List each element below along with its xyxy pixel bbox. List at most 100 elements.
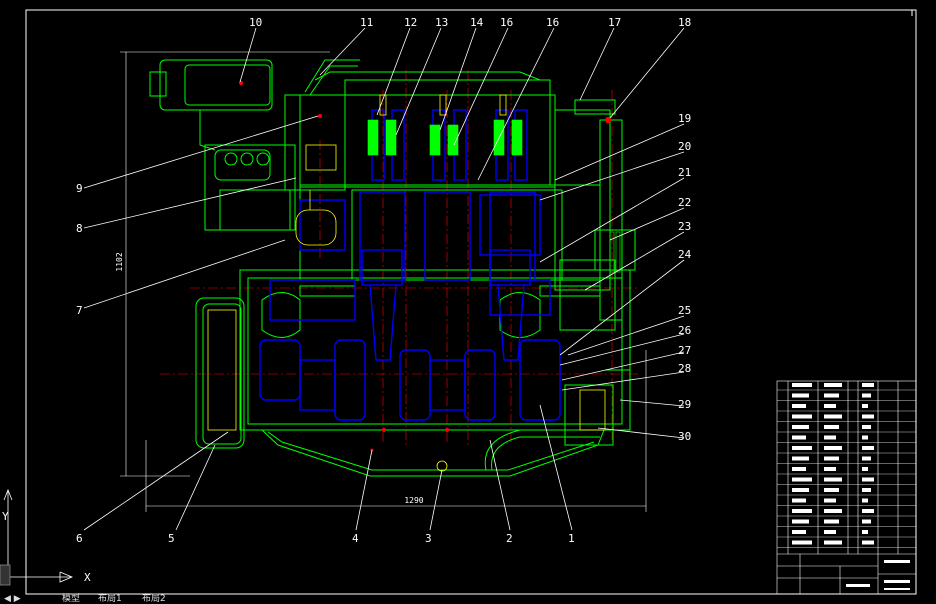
table-cell-text [792,477,812,482]
dimension-width-label: 1290 [404,496,423,505]
callout-9: 9 [76,182,83,195]
table-cell-text [824,498,836,503]
ucs-icon [0,488,74,586]
callout-15: 16 [500,16,513,29]
table-cell-text [824,509,842,513]
table-cell-text [824,414,842,419]
table-cell-text [862,414,874,419]
table-cell-text [862,393,871,398]
table-cell-text [824,393,839,398]
table-cell-text [824,530,836,534]
leader-lines [83,27,685,531]
callout-22: 22 [678,196,691,209]
callout-27: 27 [678,344,691,357]
parts-list-table [776,380,917,595]
callout-24: 24 [678,248,692,261]
table-cell-text [862,383,874,387]
table-cell-text [792,414,812,419]
table-cell-text [862,446,874,450]
table-cell-text [792,498,806,503]
callout-4: 4 [352,532,359,545]
table-cell-text [862,488,871,492]
table-cell-text [824,477,842,482]
table-cell-text [792,393,809,398]
table-cell-text [862,519,871,524]
table-cell-text [862,498,868,503]
dimension-height-label: 1102 [115,252,124,271]
callout-23: 23 [678,220,691,233]
callout-30: 30 [678,430,691,443]
callout-29: 29 [678,398,691,411]
callout-19: 19 [678,112,691,125]
table-cell-text [792,530,806,534]
table-cell-text [792,509,812,513]
table-cell-text [862,477,874,482]
parts-list-rows [777,383,916,548]
callout-numbers: 1 2 3 4 5 6 7 8 9 10 11 12 13 14 16 16 1… [76,16,692,545]
callout-13: 13 [435,16,448,29]
table-cell-text [792,446,812,450]
callout-12: 12 [404,16,417,29]
table-cell-text [792,425,809,429]
callout-3: 3 [425,532,432,545]
callout-18: 18 [678,16,691,29]
table-cell-text [862,404,868,408]
table-cell-text [792,488,809,492]
ucs-y-label: Y [2,510,9,523]
tab-model[interactable]: 模型 [62,594,81,604]
table-cell-text [792,467,806,471]
table-cell-text [792,540,812,545]
table-cell-text [862,540,874,545]
table-cell-text [824,446,842,450]
callout-10: 10 [249,16,262,29]
engine-block-outline [149,59,636,477]
table-cell-text [824,456,839,461]
callout-14: 14 [470,16,484,29]
table-cell-text [824,467,836,471]
table-cell-text [792,435,806,440]
ucs-x-label: X [84,571,91,584]
internal-parts [259,109,561,421]
table-cell-text [862,425,871,429]
dimension-height [120,51,330,477]
tab-layout2[interactable]: 布局2 [142,594,166,604]
layout-tabs-bar: ◀ ▶ 模型 布局1 布局2 [0,594,300,604]
callout-1: 1 [568,532,575,545]
table-cell-text [862,456,871,461]
callout-5: 5 [168,532,175,545]
callout-25: 25 [678,304,691,317]
callout-17: 17 [608,16,621,29]
table-cell-text [792,456,809,461]
table-cell-text [824,435,836,440]
callout-11: 11 [360,16,373,29]
callout-20: 20 [678,140,691,153]
table-cell-text [824,404,836,408]
table-cell-text [792,383,812,387]
table-cell-text [824,383,842,387]
title-block-marks [846,560,910,590]
table-cell-text [862,509,874,513]
table-cell-text [792,404,806,408]
table-cell-text [824,425,839,429]
tab-nav-arrows[interactable]: ◀ ▶ [4,594,21,604]
tab-layout1[interactable]: 布局1 [98,594,122,604]
table-cell-text [862,435,868,440]
yellow-accents [207,94,606,472]
callout-28: 28 [678,362,691,375]
callout-21: 21 [678,166,691,179]
callout-16: 16 [546,16,559,29]
table-cell-text [824,519,839,524]
drawing-border [25,9,917,595]
callout-6: 6 [76,532,83,545]
dimension-width [145,350,647,512]
table-cell-text [824,488,839,492]
table-cell-text [824,540,842,545]
callout-26: 26 [678,324,691,337]
callout-8: 8 [76,222,83,235]
callout-2: 2 [506,532,513,545]
callout-7: 7 [76,304,83,317]
table-cell-text [862,467,868,471]
table-cell-text [792,519,809,524]
table-cell-text [862,530,868,534]
